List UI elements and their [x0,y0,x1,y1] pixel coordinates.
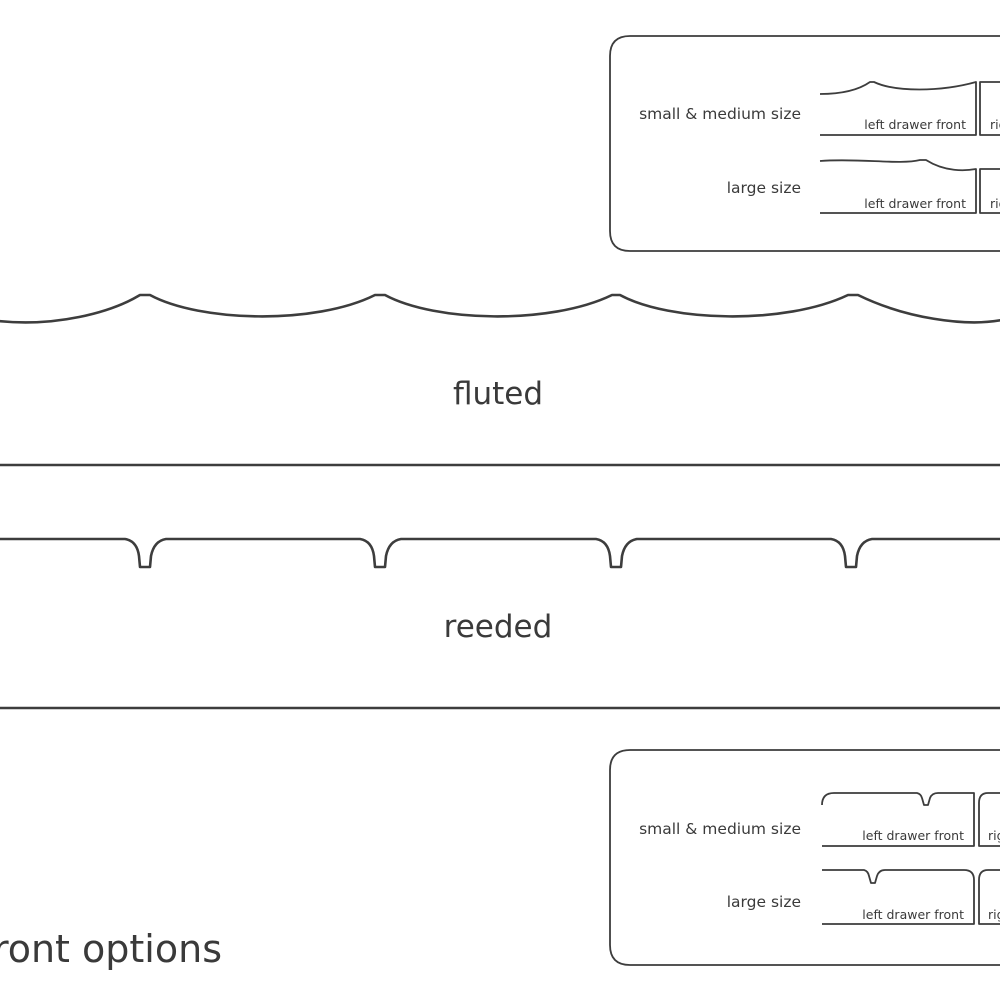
fluted-small-left-drawer-outline [819,81,977,136]
fluted-small-left-drawer-label: left drawer front [864,117,966,132]
page-title: ront options [0,927,222,971]
fluted-large-right-drawer-label: rig [990,196,1000,211]
reeded-large-right-drawer-label: rig [988,907,1000,922]
reeded-legend-box: small & medium size left drawer front ri… [609,749,1000,966]
fluted-profile-curve [0,293,1000,324]
reeded-large-right-drawer-outline [978,869,1000,925]
fluted-small-right-drawer-label: rig [990,117,1000,132]
reeded-small-right-drawer-label: rig [988,828,1000,843]
reeded-large-left-drawer-outline [822,869,975,925]
reeded-small-right-drawer-outline [978,792,1000,847]
reeded-legend-size-small-medium: small & medium size [639,820,801,838]
fluted-large-left-drawer-label: left drawer front [864,196,966,211]
fluted-small-right-drawer-outline [979,81,1000,136]
fluted-legend-size-small-medium: small & medium size [639,105,801,123]
reeded-legend-frame [609,749,1000,966]
fluted-label: fluted [453,376,543,412]
reeded-small-left-drawer-outline [821,792,975,847]
reeded-label: reeded [444,609,553,645]
reeded-large-left-drawer-label: left drawer front [862,907,964,922]
fluted-legend-box: small & medium size left drawer front ri… [609,35,1000,252]
reeded-profile-curve [0,537,1000,569]
fluted-legend-size-large: large size [727,179,801,197]
reeded-legend-size-large: large size [727,893,801,911]
fluted-legend-frame [609,35,1000,252]
fluted-large-right-drawer-outline [979,168,1000,214]
fluted-large-left-drawer-outline [819,159,977,214]
reeded-small-left-drawer-label: left drawer front [862,828,964,843]
